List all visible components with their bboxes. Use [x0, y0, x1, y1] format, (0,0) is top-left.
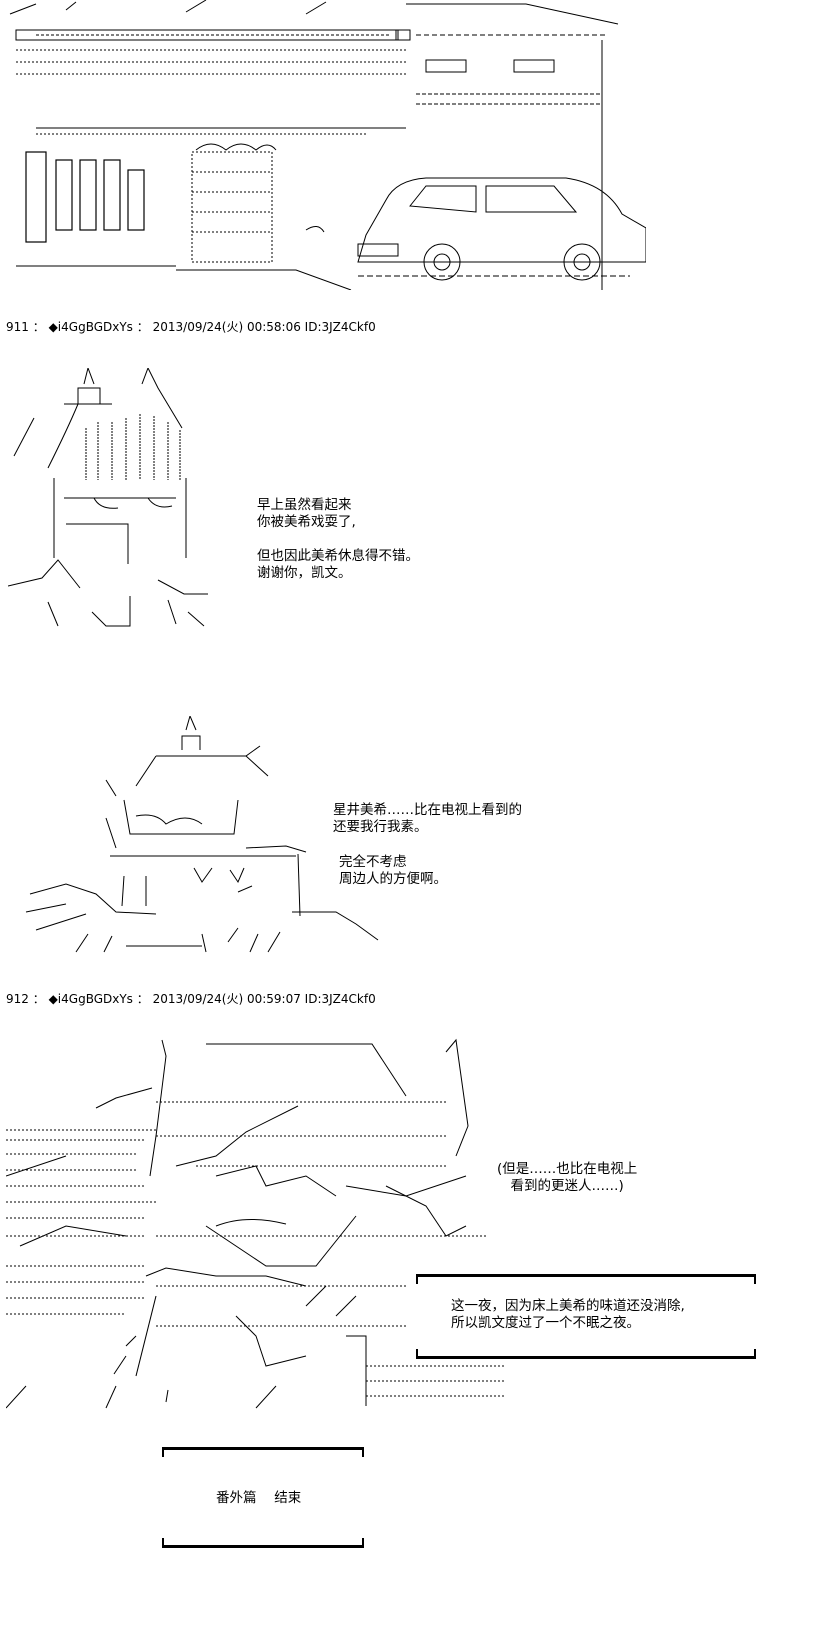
post-datetime: 2013/09/24(火) 00:59:07 ID:3JZ4Ckf0 — [152, 992, 376, 1006]
post-separator: ： — [32, 992, 45, 1006]
dialog-line: 周边人的方便啊。 — [339, 871, 447, 887]
narration-text: 这一夜，因为床上美希的味道还没消除, 所以凯文度过了一个不眠之夜。 — [451, 1298, 685, 1332]
thought-text: (但是……也比在电视上 看到的更迷人……) — [497, 1161, 637, 1195]
thought-line: (但是……也比在电视上 — [497, 1161, 638, 1177]
ending-box-top-rule — [162, 1447, 364, 1450]
dialog-kevin: 早上虽然看起来 你被美希戏耍了, 但也因此美希休息得不错。 谢谢你，凯文。 — [257, 497, 419, 582]
dialog-line: 完全不考虑 — [339, 854, 407, 870]
post-separator: ： — [32, 320, 45, 334]
dialog-line: 但也因此美希休息得不错。 — [257, 548, 419, 564]
post-datetime: 2013/09/24(火) 00:58:06 ID:3JZ4Ckf0 — [152, 320, 376, 334]
narration-box-right-tick — [754, 1274, 756, 1284]
post-header-912: 912 ： ◆i4GgBGDxYs ： 2013/09/24(火) 00:59:… — [6, 992, 376, 1006]
dialog-line: 谢谢你，凯文。 — [257, 565, 352, 581]
narration-box-right-tick — [754, 1349, 756, 1359]
narration-line: 所以凯文度过了一个不眠之夜。 — [451, 1315, 640, 1331]
narration-box-bottom-rule — [416, 1356, 756, 1359]
helmet-character-ascii-art — [8, 368, 228, 636]
narration-line: 这一夜，因为床上美希的味道还没消除, — [451, 1298, 685, 1314]
poster-trip: ◆i4GgBGDxYs — [48, 320, 133, 334]
thought-line: 看到的更迷人……) — [497, 1178, 624, 1194]
narration-box-left-tick — [416, 1274, 418, 1284]
ending-box-left-tick — [162, 1447, 164, 1457]
dialog-spacer — [257, 531, 419, 548]
dialog-miki-b: 完全不考虑 周边人的方便啊。 — [339, 854, 447, 888]
poster-trip: ◆i4GgBGDxYs — [48, 992, 133, 1006]
ending-text: 番外篇 结束 — [216, 1490, 302, 1506]
dialog-line: 星井美希……比在电视上看到的 — [333, 802, 522, 818]
ending-box-left-tick — [162, 1538, 164, 1548]
ending-box-right-tick — [362, 1538, 364, 1548]
dialog-line: 你被美希戏耍了, — [257, 514, 356, 530]
street-scene-ascii-art — [6, 0, 646, 290]
post-separator: ： — [136, 320, 149, 334]
post-number: 912 — [6, 992, 29, 1006]
narration-box-top-rule — [416, 1274, 756, 1277]
dialog-line: 早上虽然看起来 — [257, 497, 352, 513]
post-number: 911 — [6, 320, 29, 334]
helmet-character-reaction-ascii-art — [6, 716, 386, 964]
bed-scene-ascii-art — [6, 1036, 506, 1416]
ending-box-bottom-rule — [162, 1545, 364, 1548]
ending-box-right-tick — [362, 1447, 364, 1457]
narration-box-left-tick — [416, 1349, 418, 1359]
post-separator: ： — [136, 992, 149, 1006]
dialog-miki-a: 星井美希……比在电视上看到的 还要我行我素。 — [333, 802, 522, 836]
dialog-line: 还要我行我素。 — [333, 819, 428, 835]
post-header-911: 911 ： ◆i4GgBGDxYs ： 2013/09/24(火) 00:58:… — [6, 320, 376, 334]
